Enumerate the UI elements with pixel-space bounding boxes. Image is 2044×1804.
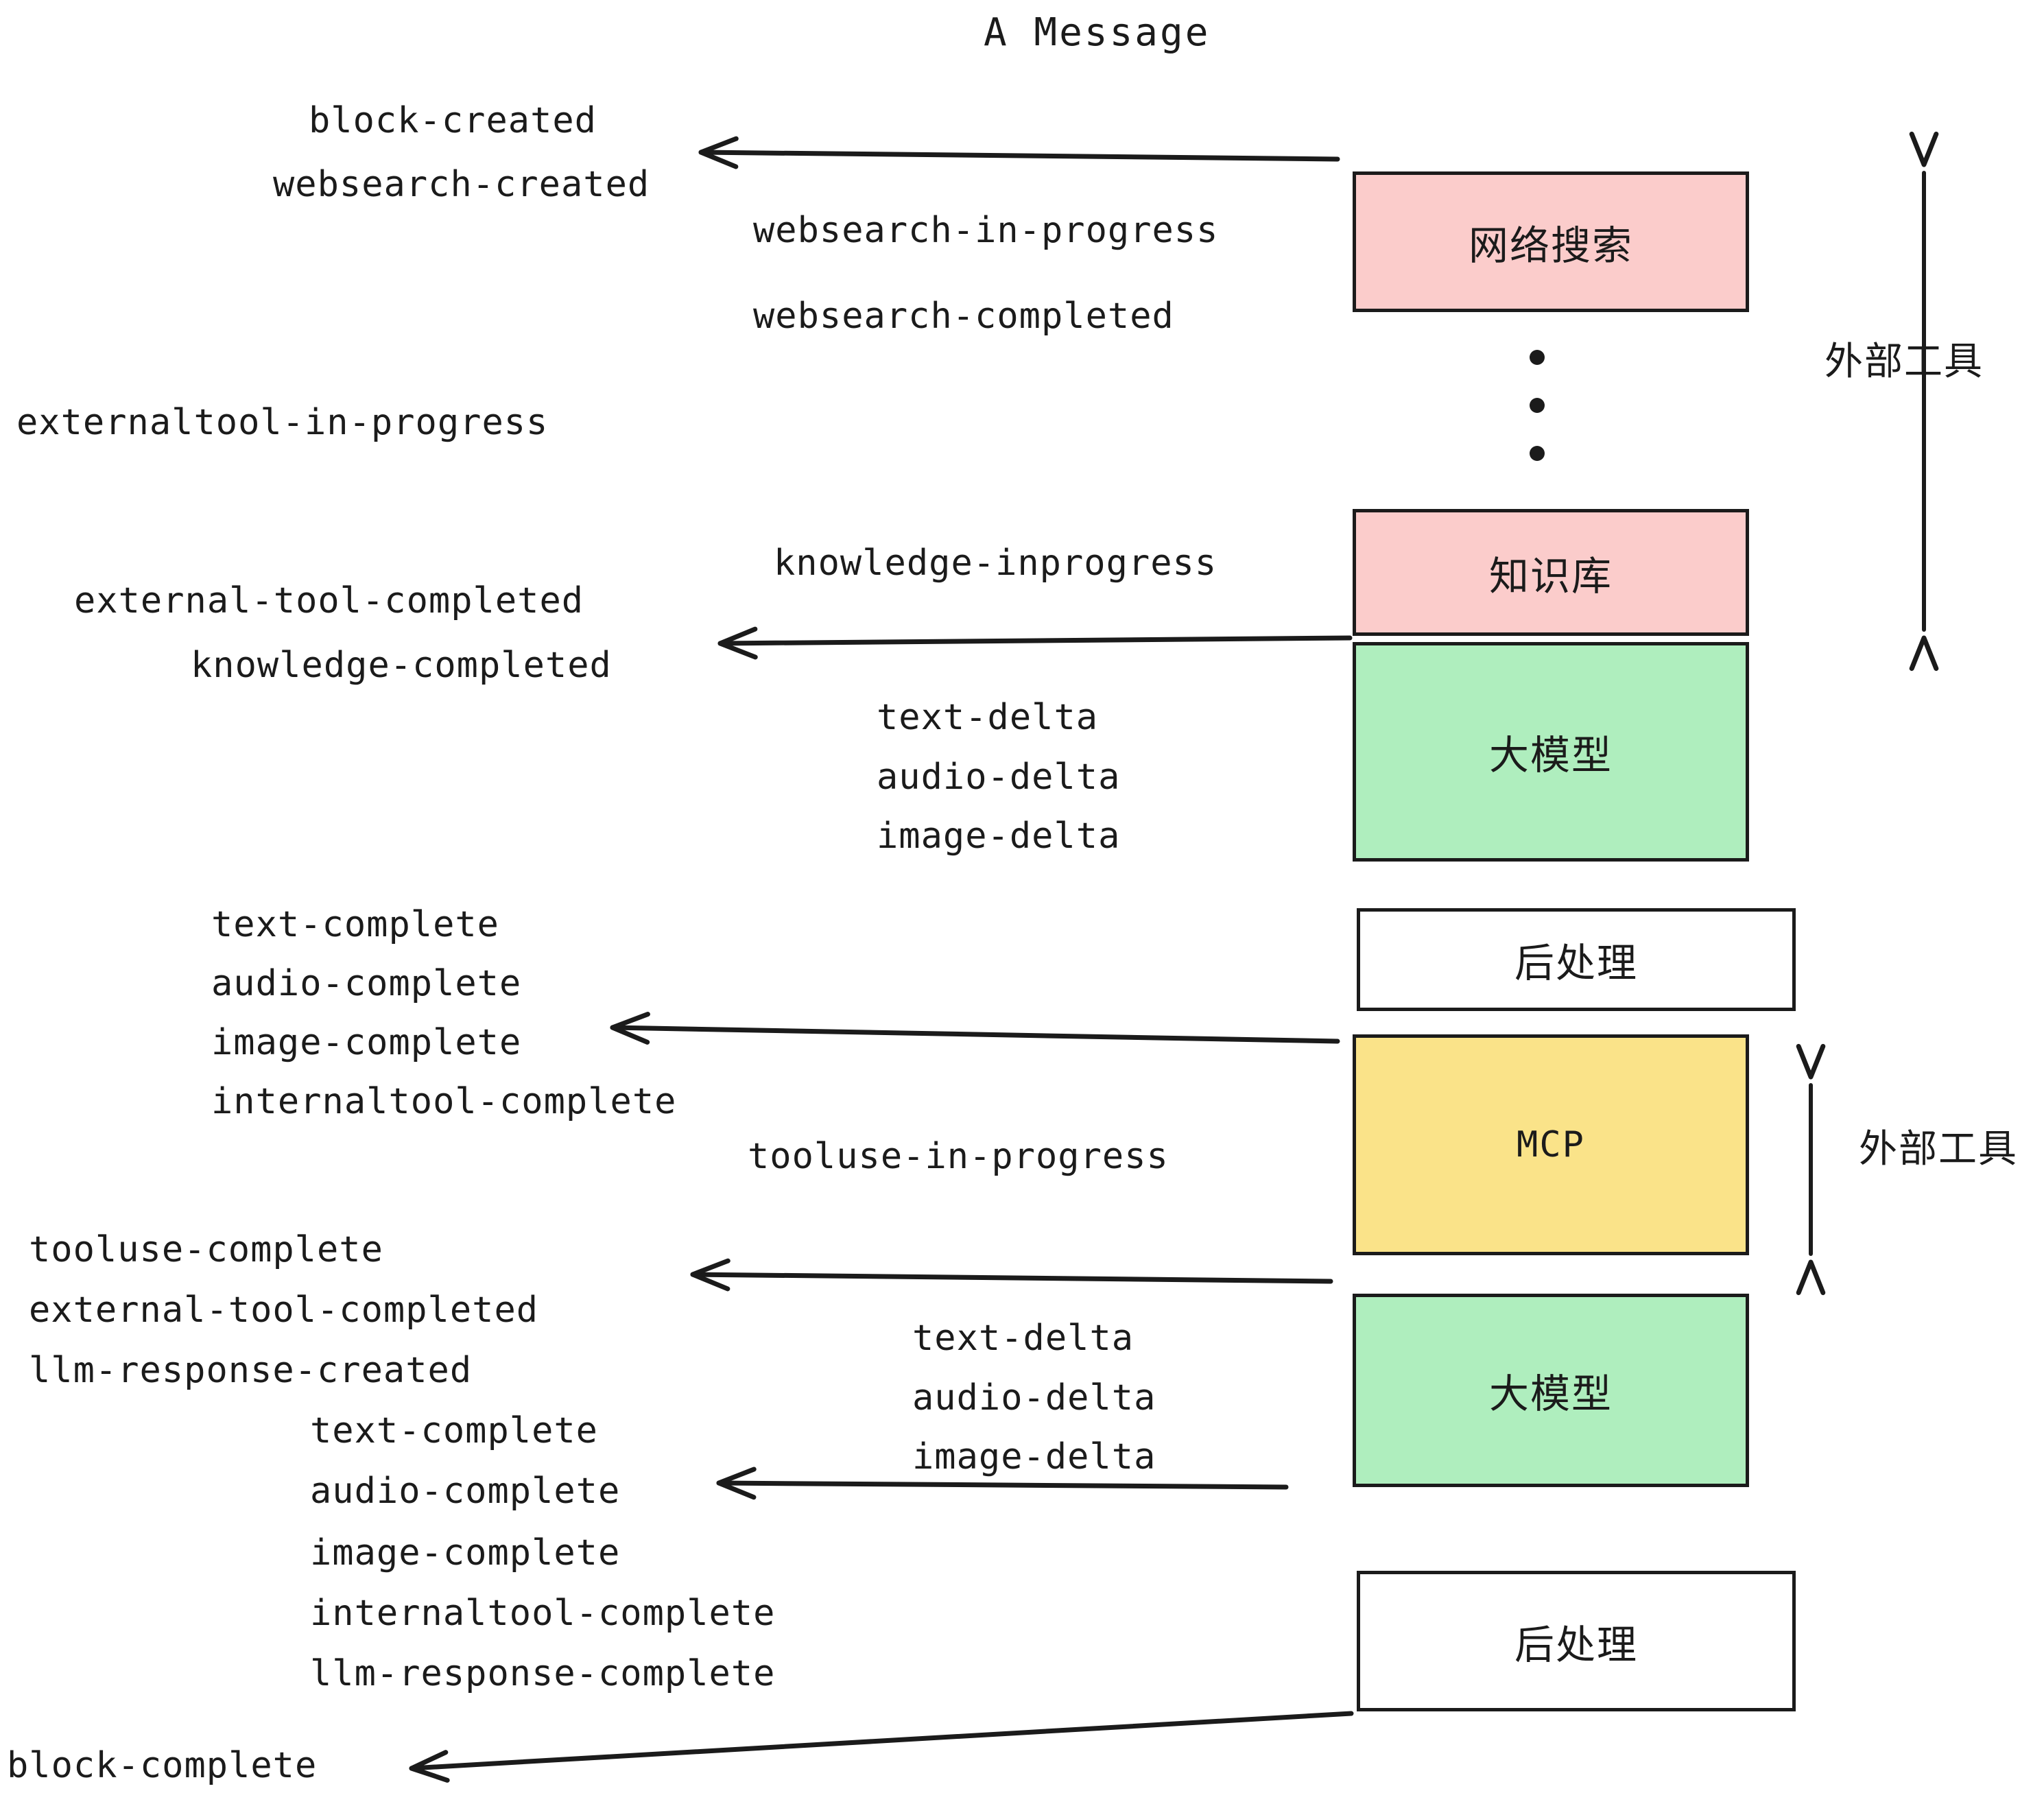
event-label-block-complete: block-complete <box>7 1745 318 1786</box>
side-label-external-tools-top: 外部工具 <box>1825 340 1984 384</box>
event-label-audio-complete-2: audio-complete <box>310 1471 621 1512</box>
event-label-websearch-completed: websearch-completed <box>753 296 1174 337</box>
event-label-block-created: block-created <box>309 100 597 141</box>
node-label: 后处理 <box>1514 1621 1638 1668</box>
event-label-tooluse-in-progress: tooluse-in-progress <box>748 1136 1169 1177</box>
event-label-external-tool-completed-2: external-tool-completed <box>29 1290 539 1331</box>
side-label-external-tools-bottom: 外部工具 <box>1859 1127 2018 1172</box>
event-label-audio-delta-1: audio-delta <box>877 757 1121 798</box>
arrow-mcp-to-events <box>690 1272 1333 1284</box>
arrow-knowledge-to-events-head <box>717 626 758 660</box>
node-label: 网络搜索 <box>1468 222 1633 269</box>
ellipsis-dot-2 <box>1530 398 1545 413</box>
event-label-llm-response-created: llm-response-created <box>29 1350 473 1391</box>
external-tools-scope-bottom-head-down <box>1796 1259 1826 1296</box>
event-label-websearch-in-progress: websearch-in-progress <box>753 210 1219 251</box>
event-label-llm-response-complete: llm-response-complete <box>310 1653 776 1694</box>
event-label-internaltool-complete-1: internaltool-complete <box>211 1081 677 1122</box>
node-llm-2: 大模型 <box>1353 1294 1749 1487</box>
event-label-knowledge-inprogress: knowledge-inprogress <box>774 543 1217 584</box>
external-tools-scope-bottom-head-up <box>1796 1043 1826 1080</box>
arrow-websearch-to-events <box>698 150 1340 162</box>
arrow-llm2-to-events-head <box>716 1467 757 1500</box>
event-label-tooluse-complete: tooluse-complete <box>29 1229 383 1270</box>
node-llm-1: 大模型 <box>1353 642 1749 862</box>
node-postprocess-2: 后处理 <box>1357 1571 1796 1711</box>
node-websearch: 网络搜索 <box>1353 171 1749 312</box>
page-title: A Message <box>984 10 1211 55</box>
event-label-image-complete-1: image-complete <box>211 1022 522 1063</box>
arrow-websearch-to-events-head <box>698 136 739 169</box>
arrow-knowledge-to-events <box>717 635 1353 646</box>
node-mcp: MCP <box>1353 1034 1749 1255</box>
node-label: 后处理 <box>1514 940 1638 986</box>
event-label-text-delta-2: text-delta <box>912 1318 1134 1359</box>
arrow-mcp-to-events-head <box>690 1258 730 1292</box>
event-label-image-complete-2: image-complete <box>310 1532 621 1574</box>
node-label: 大模型 <box>1488 732 1613 779</box>
ellipsis-dot-3 <box>1530 446 1545 461</box>
event-label-image-delta-2: image-delta <box>912 1436 1156 1477</box>
event-label-internaltool-complete-2: internaltool-complete <box>310 1593 776 1634</box>
event-label-text-complete-2: text-complete <box>310 1410 598 1451</box>
event-label-text-complete-1: text-complete <box>211 904 499 945</box>
arrow-postprocess2-to-block-complete <box>409 1711 1354 1771</box>
event-label-external-tool-completed-1: external-tool-completed <box>74 580 584 621</box>
arrow-postprocess1-to-events-head <box>610 1012 650 1045</box>
event-label-websearch-created: websearch-created <box>273 164 650 205</box>
external-tools-scope-top-head-down <box>1909 635 1939 672</box>
node-postprocess-1: 后处理 <box>1357 908 1796 1011</box>
arrow-postprocess1-to-events <box>610 1025 1340 1044</box>
event-label-audio-complete-1: audio-complete <box>211 963 522 1004</box>
external-tools-scope-top-head-up <box>1909 131 1939 167</box>
arrow-llm2-to-events <box>716 1480 1289 1490</box>
node-label: 知识库 <box>1488 552 1613 600</box>
event-label-image-delta-1: image-delta <box>877 816 1121 857</box>
node-knowledge: 知识库 <box>1353 509 1749 636</box>
node-label: MCP <box>1517 1124 1585 1165</box>
event-label-audio-delta-2: audio-delta <box>912 1377 1156 1419</box>
node-label: 大模型 <box>1488 1370 1613 1417</box>
arrow-postprocess2-to-block-complete-head <box>409 1750 450 1783</box>
event-label-knowledge-completed: knowledge-completed <box>191 645 612 686</box>
ellipsis-dot-1 <box>1530 350 1545 365</box>
event-label-externaltool-in-progress: externaltool-in-progress <box>16 402 549 443</box>
event-label-text-delta-1: text-delta <box>877 697 1099 738</box>
